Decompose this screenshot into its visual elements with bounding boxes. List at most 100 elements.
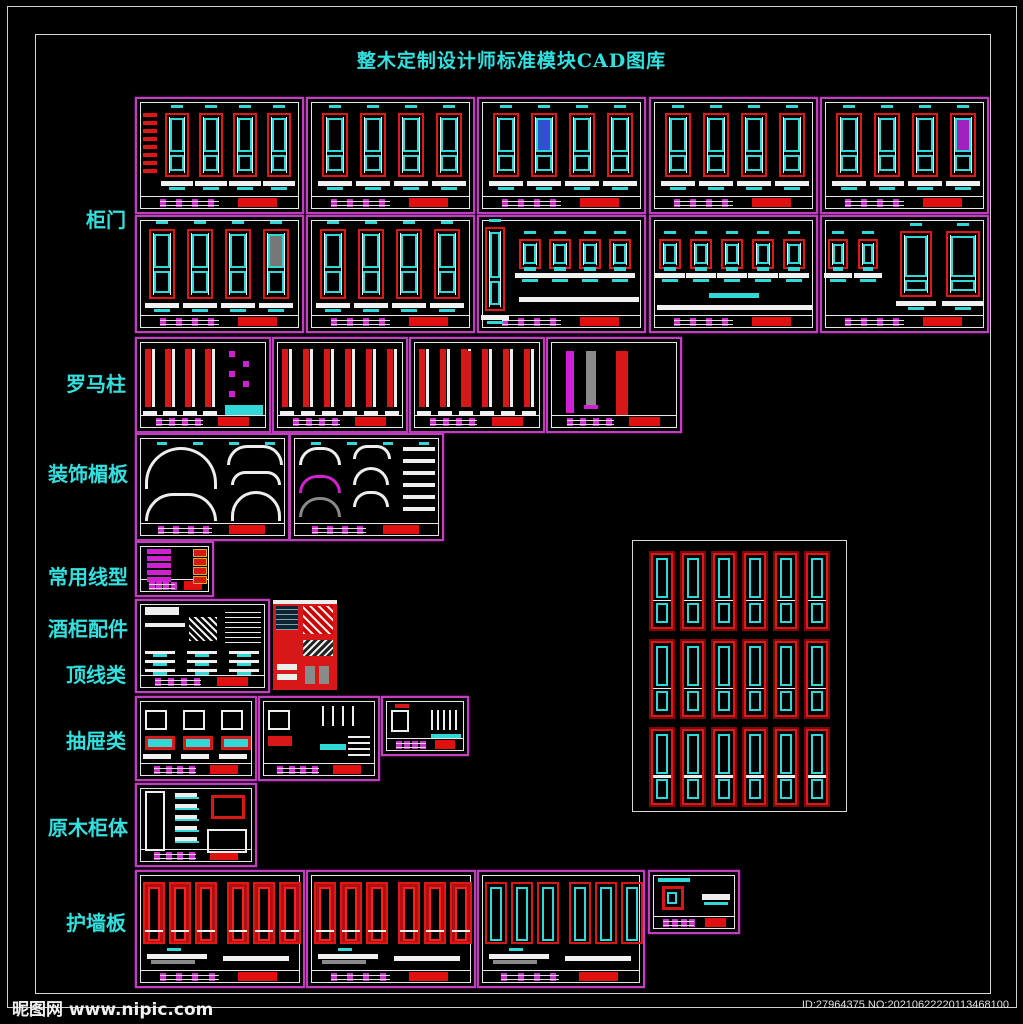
cad-sheet-cabinet-door-r1-3[interactable]: [649, 97, 818, 214]
door-drawing: [434, 229, 460, 299]
cad-sheet-cabinet-door-r2-3[interactable]: [649, 215, 818, 333]
section-label: [582, 279, 598, 282]
door-drawing: [187, 229, 213, 299]
door-preview: [651, 729, 673, 805]
door-line: [208, 233, 209, 295]
column-red: [205, 349, 211, 407]
door-rail: [684, 688, 702, 689]
cad-sheet-cabinet-door-r2-4[interactable]: [820, 215, 989, 333]
sheet-border: [311, 102, 470, 209]
door-rail: [808, 600, 826, 601]
cad-sheet-cabinet-door-r1-4[interactable]: [820, 97, 989, 214]
cad-sheet-roman-column-3[interactable]: [546, 337, 682, 433]
rack: [225, 611, 261, 643]
column-red: [282, 349, 288, 407]
cad-sheet-decor-lintel-0[interactable]: [135, 433, 290, 541]
glass-rack: [276, 606, 298, 630]
drawer-front: [268, 710, 290, 730]
door-line: [153, 233, 154, 295]
cad-sheet-drawer-2[interactable]: [381, 696, 469, 756]
title-block-mark: [156, 418, 162, 426]
cad-sheet-cabinet-door-r1-2[interactable]: [477, 97, 646, 214]
wall-panel-inset: [200, 887, 212, 941]
cad-sheet-wall-panel-2[interactable]: [477, 870, 645, 988]
title-block-line: [331, 201, 390, 202]
title-block-line: [501, 979, 559, 980]
wall-panel-leaf: [195, 882, 217, 944]
cad-sheet-wine-cabinet-parts[interactable]: [135, 599, 270, 693]
title-block-stamp: [923, 198, 962, 207]
cad-sheet-roman-column-2[interactable]: [409, 337, 545, 433]
title-block-mark: [188, 526, 194, 534]
title-block-mark: [430, 418, 436, 426]
door-panel: [718, 558, 730, 598]
cad-sheet-wall-panel-detail[interactable]: [648, 870, 740, 934]
column-line: [192, 349, 195, 407]
title-block-line: [158, 532, 212, 533]
title-block-mark: [502, 199, 508, 207]
title-block-mark: [277, 766, 283, 774]
title-block-mark: [674, 199, 680, 207]
door-panel: [365, 118, 381, 152]
wall-panel-inset: [284, 887, 296, 941]
title-block-stamp: [705, 918, 726, 927]
door-line: [271, 117, 272, 173]
cad-sheet-cabinet-door-r2-0[interactable]: [135, 215, 304, 333]
cad-sheet-roman-column-0[interactable]: [135, 337, 271, 433]
cad-sheet-drawer-1[interactable]: [258, 696, 380, 781]
title-block-mark: [209, 973, 215, 981]
title-block-line: [160, 320, 219, 321]
door-drawing: [320, 229, 346, 299]
title-block-mark: [593, 418, 599, 426]
title-block-line: [845, 201, 904, 202]
cad-sheet-cabinet-door-r2-2[interactable]: [477, 215, 646, 333]
door-panel: [833, 244, 843, 264]
section-detail: [481, 315, 509, 320]
rail-line: [255, 930, 273, 932]
door-panel: [536, 155, 552, 171]
cad-sheet-wall-panel-1[interactable]: [306, 870, 476, 988]
title-block-mark: [456, 418, 462, 426]
door-line: [402, 117, 403, 173]
door-line: [707, 117, 708, 173]
door-panel: [325, 271, 341, 293]
sheet-title-block: [294, 523, 439, 536]
cad-sheet-cabinet-door-r1-0[interactable]: [135, 97, 304, 214]
cabinet-door-preview-grid[interactable]: [632, 540, 847, 812]
door-line: [535, 117, 536, 173]
crown-profile: [229, 651, 259, 654]
wall-panel-inset: [455, 887, 467, 941]
title-block-mark: [160, 199, 166, 207]
cad-sheet-wall-panel-0[interactable]: [135, 870, 305, 988]
cad-sheet-cabinet-door-r1-1[interactable]: [306, 97, 475, 214]
cad-sheet-cabinet-door-r2-1[interactable]: [306, 215, 475, 333]
door-panel: [687, 558, 699, 598]
title-block-mark: [689, 919, 695, 927]
door-panel: [363, 234, 379, 268]
sheet-title-block: [263, 763, 375, 776]
cad-sheet-roman-column-1[interactable]: [272, 337, 408, 433]
section-label: [237, 187, 253, 190]
sheet-title-block: [311, 196, 470, 209]
door-line: [596, 243, 597, 265]
sheet-title-block: [140, 415, 266, 428]
door-line: [724, 117, 725, 173]
watermark-logo[interactable]: 昵图网 www.nipic.com: [12, 1000, 214, 1020]
door-line: [252, 117, 253, 173]
sheet-border: [654, 220, 813, 328]
door-panel: [325, 234, 341, 268]
title-block-mark: [877, 199, 883, 207]
cad-sheet-solid-wood-cabinet[interactable]: [135, 783, 257, 867]
door-drawing: [579, 239, 601, 271]
crown-profile: [145, 651, 175, 654]
cad-sheet-decor-lintel-1[interactable]: [289, 433, 444, 541]
door-panel: [780, 734, 792, 774]
door-line: [438, 233, 439, 295]
cad-sheet-common-moulding[interactable]: [135, 541, 214, 597]
door-line: [497, 117, 498, 173]
cad-sheet-drawer-0[interactable]: [135, 696, 257, 781]
wall-panel-leaf: [227, 882, 249, 944]
title-block-line: [160, 979, 219, 980]
profile-detail: [143, 169, 157, 173]
section-label: [786, 279, 802, 282]
